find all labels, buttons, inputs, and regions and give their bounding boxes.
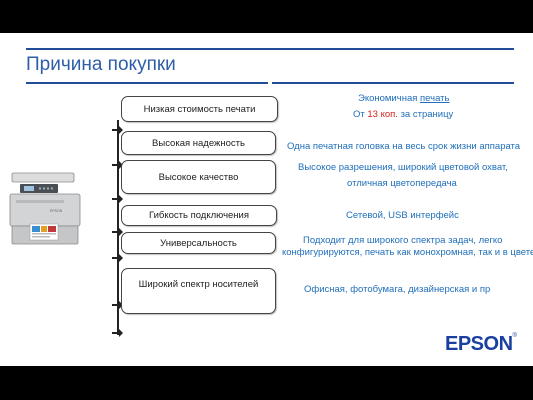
benefit-cost-value: 13 коп. xyxy=(367,109,398,120)
benefit-cost-detail-suffix: за страницу xyxy=(397,109,454,120)
benefit-cost-prefix: Экономичная xyxy=(358,93,421,104)
connector-arrow xyxy=(112,329,123,337)
printer-display xyxy=(24,186,34,191)
epson-logo-text: EPSON xyxy=(445,333,513,355)
title-rule xyxy=(26,48,514,50)
connector-arrow xyxy=(112,195,123,203)
bottom-band xyxy=(0,366,533,400)
reason-media-range: Широкий спектр носителей xyxy=(121,268,276,314)
connector-arrow xyxy=(112,126,123,134)
svg-text:EPSON: EPSON xyxy=(50,209,63,213)
reason-low-cost: Низкая стоимость печати xyxy=(121,96,278,122)
connector-arrow xyxy=(112,161,123,169)
reason-versatility: Универсальность xyxy=(121,232,276,254)
page-title: Причина покупки xyxy=(26,54,176,75)
benefit-cost: Экономичная печать xyxy=(358,91,449,107)
benefit-cost-detail: От 13 коп. за страницу xyxy=(353,107,453,123)
top-band xyxy=(0,0,533,33)
benefit-quality-line1: Высокое разрешения, широкий цветовой охв… xyxy=(298,162,508,173)
connector-arrow xyxy=(112,254,123,262)
epson-logo: EPSON® xyxy=(445,333,517,355)
benefit-reliability: Одна печатная головка на весь срок жизни… xyxy=(287,141,521,152)
connector-arrow xyxy=(112,228,123,236)
benefit-media: Офисная, фотобумага, дизайнерская и пр xyxy=(304,284,491,295)
reason-reliability: Высокая надежность xyxy=(121,131,276,155)
connector-arrow xyxy=(112,301,123,309)
title-underline-right xyxy=(272,82,514,84)
printer-body xyxy=(9,193,81,227)
connector-line xyxy=(117,120,119,335)
benefit-versatility-line2: конфигурируются, печать как монохромная,… xyxy=(282,247,533,258)
printer-scanner-lid xyxy=(11,172,75,183)
reason-connectivity: Гибкость подключения xyxy=(121,205,277,226)
benefit-cost-link[interactable]: печать xyxy=(420,93,450,104)
benefit-cost-detail-prefix: От xyxy=(353,109,368,120)
printer-image: EPSON xyxy=(9,172,81,245)
title-underline-left xyxy=(26,82,268,84)
reason-quality: Высокое качество xyxy=(121,160,276,194)
benefit-versatility-line1: Подходит для широкого спектра задач, лег… xyxy=(303,235,503,246)
benefit-connectivity: Сетевой, USB интерфейс xyxy=(346,210,459,221)
benefit-quality-line2: отличная цветопередача xyxy=(347,178,457,189)
